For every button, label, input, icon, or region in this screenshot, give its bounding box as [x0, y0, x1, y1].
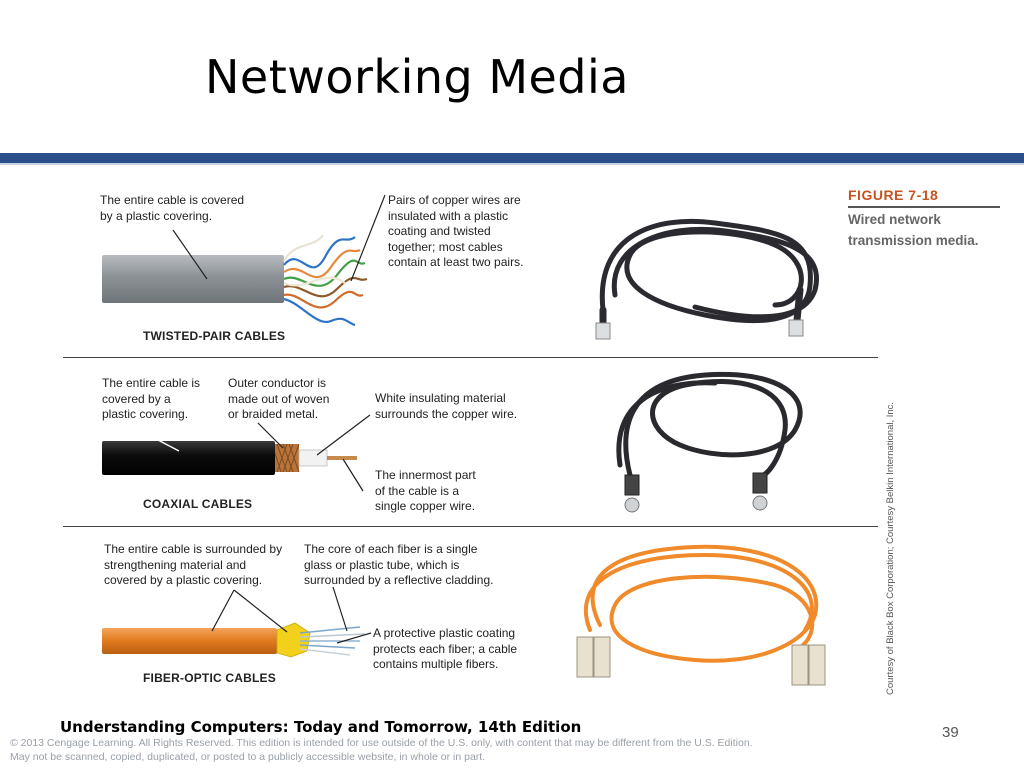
coaxial-innermost-label: The innermost part of the cable is a sin… [375, 468, 476, 513]
twisted-pair-cable-drawing [102, 194, 386, 327]
figure-number: FIGURE 7-18 [848, 187, 939, 203]
twisted-pair-cable-photo [595, 218, 819, 340]
twisted-pair-caption: TWISTED-PAIR CABLES [143, 329, 286, 343]
figure-caption: Wired network transmission media. [848, 212, 979, 248]
fiber-core-label: The core of each fiber is a single glass… [304, 542, 494, 587]
copyright-notice: © 2013 Cengage Learning. All Rights Rese… [10, 737, 753, 763]
header-rule [0, 153, 1024, 165]
slide-title: Networking Media [205, 50, 629, 104]
photo-credit: Courtesy of Black Box Corporation; Court… [885, 401, 896, 695]
coaxial-caption: COAXIAL CABLES [143, 497, 253, 511]
figure-illustrations [102, 194, 826, 686]
figure: The entire cable is covered by a plastic… [55, 175, 1005, 705]
coaxial-covering-label: The entire cable is covered by a plastic… [102, 376, 201, 421]
fiber-protective-label: A protective plastic coating protects ea… [373, 626, 518, 671]
fiber-optic-cable-drawing [102, 586, 372, 658]
coaxial-outer-label: Outer conductor is made out of woven or … [228, 376, 330, 421]
fiber-caption: FIBER-OPTIC CABLES [143, 671, 276, 685]
coaxial-insulating-label: White insulating material surrounds the … [375, 391, 518, 421]
footer-title: Understanding Computers: Today and Tomor… [60, 718, 582, 736]
coaxial-cable-photo [616, 371, 803, 513]
fiber-surrounded-label: The entire cable is surrounded by streng… [104, 542, 283, 587]
twisted-pair-pairs-label: Pairs of copper wires are insulated with… [388, 193, 524, 269]
fiber-optic-cable-photo [576, 544, 826, 686]
page-number: 39 [942, 724, 959, 741]
figure-caption-rule [848, 206, 1000, 208]
separator-1 [63, 357, 878, 358]
twisted-pair-covering-label: The entire cable is covered by a plastic… [100, 193, 245, 223]
coaxial-cable-drawing [102, 414, 371, 492]
separator-2 [63, 526, 878, 527]
